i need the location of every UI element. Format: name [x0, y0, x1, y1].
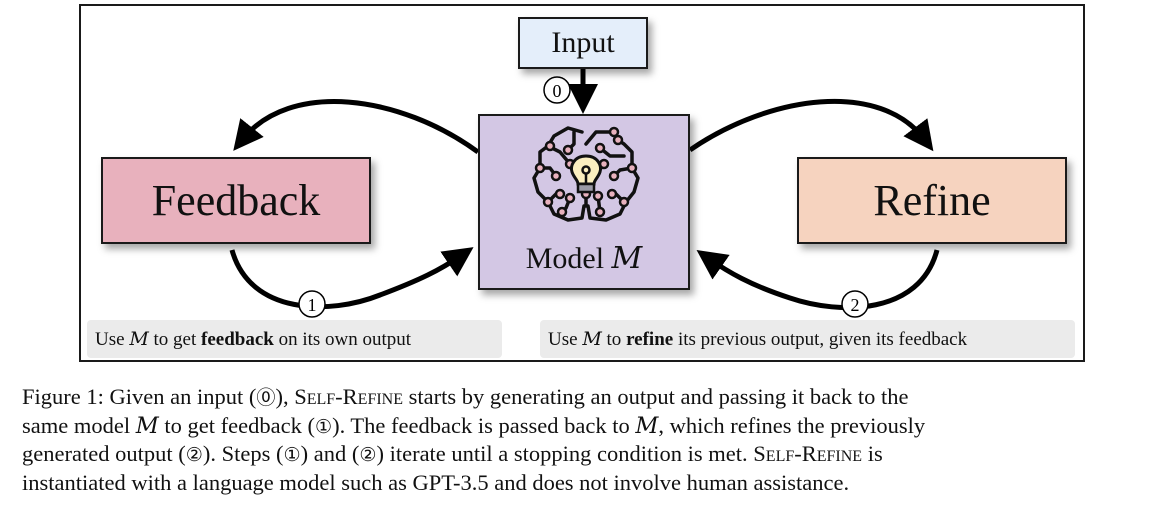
- refine-step-note: Use M to refine its previous output, giv…: [540, 320, 1075, 358]
- note-text: to get: [148, 329, 202, 350]
- caption-text: ),: [275, 384, 295, 409]
- model-symbol: M: [582, 328, 602, 350]
- arrow-model-to-feedback: [233, 99, 480, 155]
- figure-caption: Figure 1: Given an input (⓪), Self-Refin…: [22, 383, 1152, 496]
- step-ref-2: ②: [359, 443, 377, 466]
- caption-text: ) and (: [300, 441, 360, 466]
- step-ref-1: ①: [283, 443, 301, 466]
- model-label: Model M: [480, 241, 688, 276]
- arrow-model-to-refine: [688, 98, 934, 153]
- model-symbol: M: [129, 328, 149, 350]
- method-name: Self-Refine: [294, 384, 404, 409]
- refine-label: Refine: [873, 176, 991, 225]
- caption-text: starts by generating an output and passi…: [403, 384, 909, 409]
- svg-text:2: 2: [851, 295, 860, 315]
- caption-text: Figure 1: Given an input (: [22, 384, 257, 409]
- step-marker-2: 2: [841, 290, 869, 318]
- note-text: on its own output: [273, 329, 412, 350]
- note-emphasis: refine: [626, 329, 674, 350]
- caption-line-1: Figure 1: Given an input (⓪), Self-Refin…: [22, 383, 1152, 412]
- note-text: Use: [95, 329, 130, 350]
- note-text: its previous output, given its feedback: [673, 329, 968, 350]
- caption-text: ) iterate until a stopping condition is …: [376, 441, 754, 466]
- step-marker-0: 0: [543, 76, 571, 104]
- refine-node: Refine: [797, 157, 1067, 244]
- arrow-refine-to-model: [696, 249, 940, 311]
- svg-text:0: 0: [553, 81, 562, 101]
- caption-text: to get feedback (: [158, 412, 315, 438]
- caption-line-4: instantiated with a language model such …: [22, 469, 850, 495]
- note-emphasis: feedback: [201, 329, 274, 350]
- feedback-node: Feedback: [101, 157, 371, 244]
- caption-text: , which refines the previously: [658, 412, 926, 438]
- step-ref-0: ⓪: [256, 386, 276, 409]
- method-name: Self-Refine: [753, 441, 863, 466]
- brain-circuit-icon: [532, 126, 640, 222]
- step-ref-1: ①: [314, 414, 333, 438]
- feedback-label: Feedback: [151, 176, 321, 225]
- model-symbol: M: [135, 412, 159, 439]
- caption-text: ). The feedback is passed back to: [332, 412, 636, 438]
- svg-text:1: 1: [308, 295, 317, 315]
- model-text: Model: [525, 242, 605, 275]
- step-ref-2: ②: [185, 443, 203, 466]
- caption-text: same model: [22, 412, 136, 438]
- feedback-step-note: Use M to get feedback on its own output: [87, 320, 502, 358]
- diagram-arrows: 0 1 2: [229, 69, 940, 318]
- input-label: Input: [551, 26, 615, 59]
- arrow-feedback-to-model: [229, 247, 474, 310]
- model-node: Model M: [478, 114, 690, 290]
- caption-line-3: generated output (②). Steps (①) and (②) …: [22, 440, 1152, 469]
- model-symbol: M: [635, 412, 659, 439]
- caption-text: ). Steps (: [202, 441, 284, 466]
- caption-text: generated output (: [22, 441, 186, 466]
- caption-line-2: same model M to get feedback (①). The fe…: [22, 412, 1152, 441]
- input-node: Input: [518, 17, 648, 69]
- note-text: to: [601, 329, 627, 350]
- model-symbol: M: [611, 241, 643, 276]
- step-marker-1: 1: [298, 290, 326, 318]
- caption-text: is: [862, 441, 883, 466]
- note-text: Use: [548, 329, 583, 350]
